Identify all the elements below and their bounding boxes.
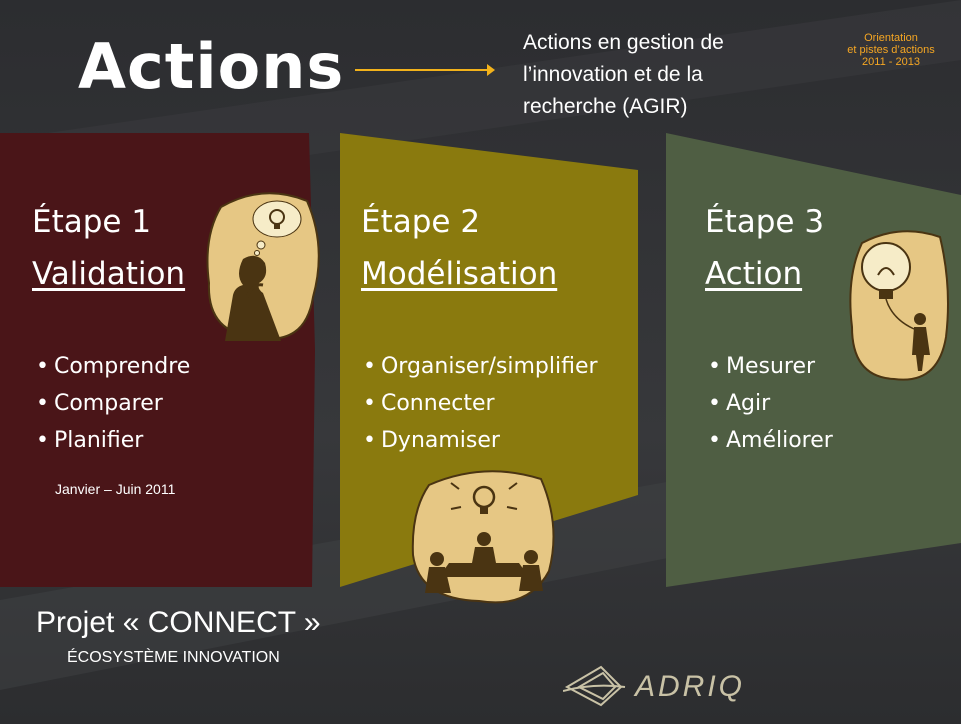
step-2-bullet: Organiser/simplifier <box>363 348 598 385</box>
step-3-bullet: Mesurer <box>708 348 833 385</box>
orientation-note: Orientation et pistes d’actions 2011 - 2… <box>836 32 946 68</box>
team-meeting-lightbulb-icon <box>411 470 555 604</box>
step-1-heading: Étape 1 Validation <box>32 196 185 300</box>
step-3-heading: Étape 3 Action <box>705 196 824 300</box>
man-with-giant-lightbulb-icon <box>849 230 949 381</box>
orientation-line-3: 2011 - 2013 <box>862 56 920 68</box>
step-2-bullet: Dynamiser <box>363 422 598 459</box>
step-1-bullets: Comprendre Comparer Planifier <box>36 348 190 459</box>
adriq-logo: ADRIQ <box>563 665 745 707</box>
step-2-label: Étape 2 <box>361 204 481 240</box>
step-1-bullet: Comparer <box>36 385 190 422</box>
step-1-name: Validation <box>32 256 186 292</box>
step-1-bullet: Comprendre <box>36 348 190 385</box>
step-2-bullets: Organiser/simplifier Connecter Dynamiser <box>363 348 598 459</box>
thinking-man-lightbulb-icon <box>206 192 320 341</box>
step-3-bullet: Améliorer <box>708 422 833 459</box>
ecosystem-label: ÉCOSYSTÈME INNOVATION <box>67 649 280 666</box>
step-3-name: Action <box>705 256 803 292</box>
subtitle: Actions en gestion de l’innovation et de… <box>523 31 724 118</box>
step-3-bullet: Agir <box>708 385 833 422</box>
step-2-name: Modélisation <box>361 256 558 292</box>
adriq-logo-text: ADRIQ <box>633 670 745 703</box>
orientation-line-1: Orientation <box>864 32 918 44</box>
step-3-label: Étape 3 <box>705 204 825 240</box>
step-2-bullet: Connecter <box>363 385 598 422</box>
step-1-date: Janvier – Juin 2011 <box>55 481 176 497</box>
orientation-line-2: et pistes d’actions <box>847 44 935 56</box>
step-2-heading: Étape 2 Modélisation <box>361 196 557 300</box>
step-3-bullets: Mesurer Agir Améliorer <box>708 348 833 459</box>
page-title: Actions <box>78 30 345 103</box>
project-title: Projet « CONNECT » <box>36 606 321 639</box>
step-1-bullet: Planifier <box>36 422 190 459</box>
arrow-right-icon <box>355 64 495 76</box>
step-1-label: Étape 1 <box>32 204 152 240</box>
